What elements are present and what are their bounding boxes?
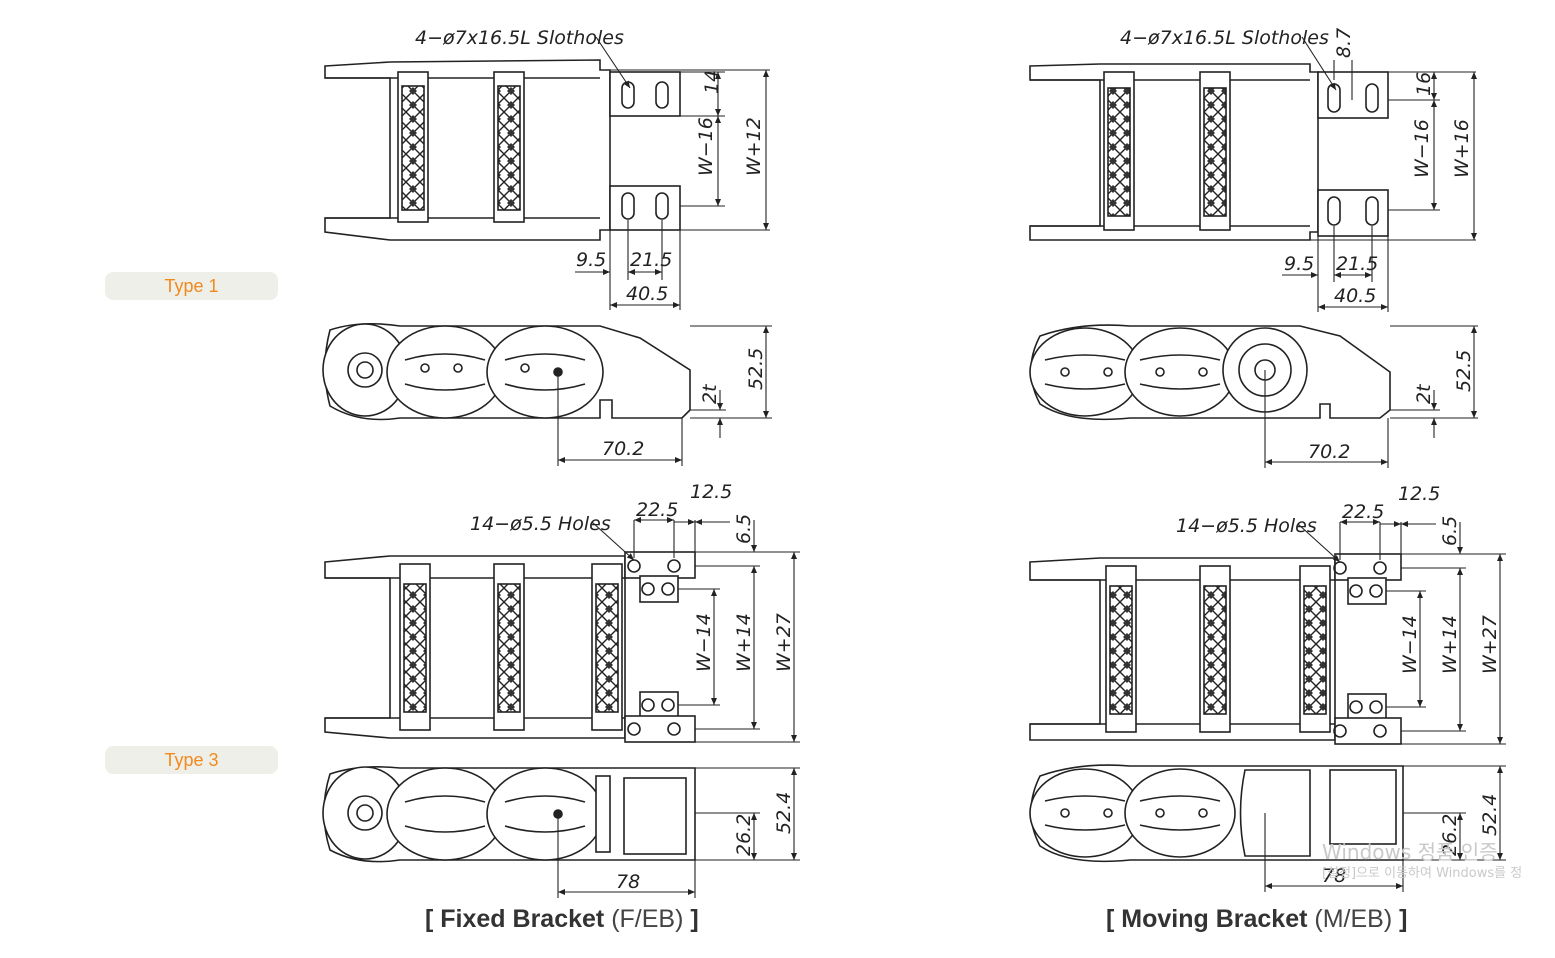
moving-bracket-caption: [ Moving Bracket (M/EB) ]	[1106, 905, 1407, 934]
t3-fixed-side-view	[322, 766, 696, 863]
t3-fixed-dim-22-5: 22.5	[636, 499, 678, 521]
t3-fixed-dim-78: 78	[616, 871, 640, 893]
type-1-badge: Type 1	[105, 272, 278, 300]
t1-fixed-dim-40-5: 40.5	[626, 283, 668, 305]
t3-moving-dim-26-2: 26.2	[1439, 814, 1461, 856]
t1-fixed-dim-2t: 2t	[699, 383, 721, 404]
fixed-caption-open: [	[425, 905, 434, 933]
t3-fixed-holes-label: 14−ø5.5 Holes	[470, 513, 611, 535]
t3-fixed-top-view	[324, 551, 696, 743]
t3-fixed-dim-w27: W+27	[773, 613, 795, 672]
moving-caption-code: (M/EB)	[1314, 905, 1393, 933]
t1-moving-dim-16: 16	[1413, 72, 1435, 96]
t3-fixed-dim-52-4: 52.4	[773, 792, 795, 834]
t3-moving-dim-6-5: 6.5	[1439, 516, 1461, 546]
t3-moving-side-view	[1029, 764, 1404, 863]
moving-caption-close: ]	[1399, 905, 1408, 933]
fixed-caption-code: (F/EB)	[611, 905, 684, 933]
t1-moving-top-view	[1029, 63, 1389, 241]
fixed-bracket-caption: [ Fixed Bracket (F/EB) ]	[425, 905, 699, 934]
t3-moving-dim-52-4: 52.4	[1479, 794, 1501, 836]
t3-moving-dim-78: 78	[1322, 865, 1346, 887]
t1-moving-dim-w16: W+16	[1451, 119, 1473, 178]
t1-moving-dim-2t: 2t	[1413, 383, 1435, 404]
type-3-badge: Type 3	[105, 746, 278, 774]
t1-moving-dim-8-7: 8.7	[1333, 28, 1355, 58]
fixed-caption-name: Fixed Bracket	[440, 905, 605, 933]
t1-moving-dim-70-2: 70.2	[1308, 441, 1350, 463]
t1-fixed-dim-9-5: 9.5	[576, 249, 606, 271]
t3-fixed-dim-w-14: W−14	[693, 613, 715, 672]
t1-fixed-dim-w-16: W−16	[695, 117, 717, 176]
t1-moving-dim-40-5: 40.5	[1334, 285, 1376, 307]
t1-fixed-dim-70-2: 70.2	[602, 438, 644, 460]
t3-fixed-dim-26-2: 26.2	[733, 814, 755, 856]
t3-moving-holes-label: 14−ø5.5 Holes	[1176, 515, 1317, 537]
t1-moving-dim-w-16: W−16	[1411, 119, 1433, 178]
t1-fixed-top-view	[324, 59, 681, 241]
t3-moving-dim-22-5: 22.5	[1342, 501, 1384, 523]
t1-fixed-dim-52-5: 52.5	[745, 348, 767, 390]
t3-moving-top-view	[1029, 553, 1402, 745]
t1-moving-dim-9-5: 9.5	[1284, 253, 1314, 275]
t1-fixed-side-view	[322, 322, 691, 421]
t3-fixed-dim-6-5: 6.5	[733, 514, 755, 544]
t1-fixed-dim-21-5: 21.5	[630, 249, 672, 271]
windows-activation-watermark-text: [설정]으로 이동하여 Windows를 정	[1322, 866, 1523, 881]
t1-moving-dim-21-5: 21.5	[1336, 253, 1378, 275]
t3-moving-dim-12-5: 12.5	[1398, 483, 1440, 505]
t3-moving-dim-w14: W+14	[1439, 615, 1461, 674]
t1-moving-side-view	[1029, 324, 1391, 421]
windows-activation-watermark-title: Windows 정품 인증	[1322, 840, 1498, 864]
t1-moving-dim-52-5: 52.5	[1453, 350, 1475, 392]
t1-fixed-dim-14: 14	[701, 70, 723, 94]
moving-caption-name: Moving Bracket	[1121, 905, 1308, 933]
fixed-caption-close: ]	[690, 905, 699, 933]
t3-moving-dim-w-14: W−14	[1399, 615, 1421, 674]
moving-caption-open: [	[1106, 905, 1115, 933]
t1-fixed-dim-w12: W+12	[743, 117, 765, 176]
t3-fixed-dim-w14: W+14	[733, 613, 755, 672]
t3-fixed-dim-12-5: 12.5	[690, 481, 732, 503]
t3-moving-dim-w27: W+27	[1479, 615, 1501, 674]
t1-moving-slot-label: 4−ø7x16.5L Slotholes	[1120, 27, 1329, 49]
t1-fixed-slot-label: 4−ø7x16.5L Slotholes	[415, 27, 624, 49]
